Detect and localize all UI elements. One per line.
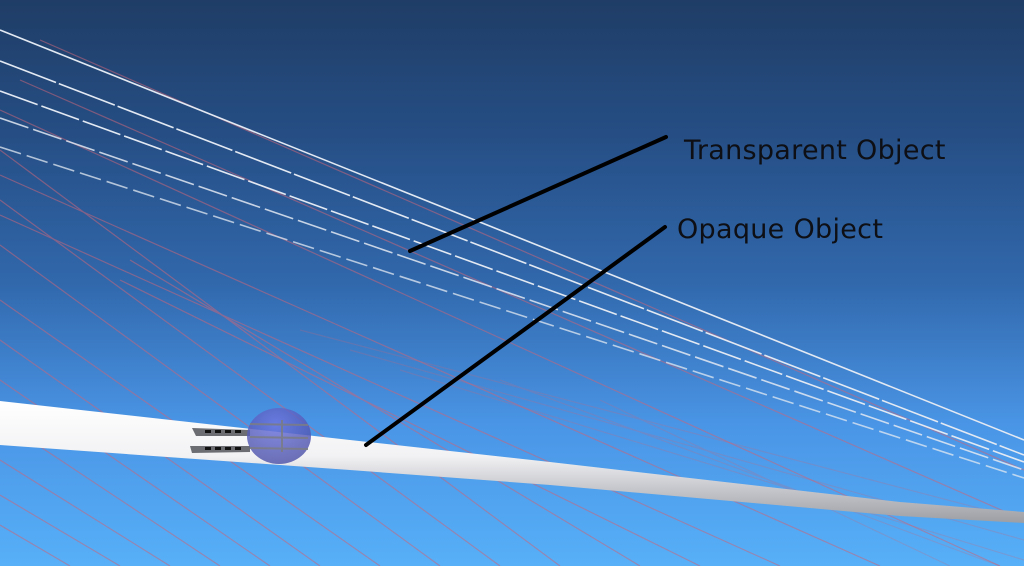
transparent-pointer-line bbox=[408, 135, 668, 253]
transparent-object-label: Transparent Object bbox=[684, 135, 946, 166]
opaque-object-beam bbox=[0, 401, 1024, 523]
opaque-pointer-line bbox=[364, 225, 667, 447]
opaque-object-label: Opaque Object bbox=[677, 214, 884, 245]
transparent-sphere bbox=[247, 408, 311, 464]
red-cables bbox=[0, 39, 1024, 566]
transparent-object-cables bbox=[0, 29, 1024, 479]
structure bbox=[190, 428, 250, 453]
